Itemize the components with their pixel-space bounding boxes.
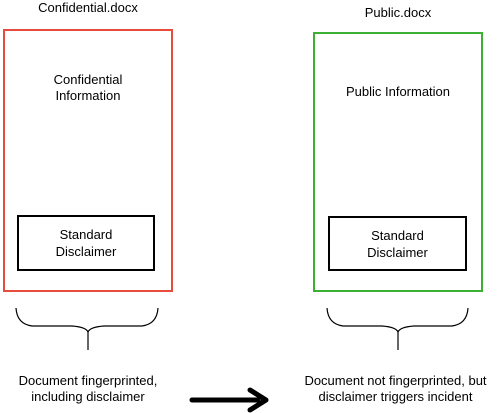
public-content-text: Public Information — [345, 84, 451, 99]
right-arrow-icon — [189, 387, 269, 413]
confidential-content-text: Confidential Information — [53, 72, 123, 103]
confidential-caption: Document fingerprinted, including discla… — [18, 373, 158, 404]
confidential-filename: Confidential.docx — [38, 0, 138, 15]
curly-brace-icon — [326, 307, 469, 350]
public-caption: Document not fingerprinted, but disclaim… — [304, 373, 487, 404]
confidential-disclaimer-text: Standard Disclaimer — [55, 227, 117, 259]
confidential-disclaimer-box: Standard Disclaimer — [17, 215, 155, 271]
public-disclaimer-box: Standard Disclaimer — [328, 216, 467, 271]
public-filename: Public.docx — [364, 5, 432, 20]
public-disclaimer-text: Standard Disclaimer — [367, 227, 428, 260]
curly-brace-icon — [15, 307, 159, 350]
